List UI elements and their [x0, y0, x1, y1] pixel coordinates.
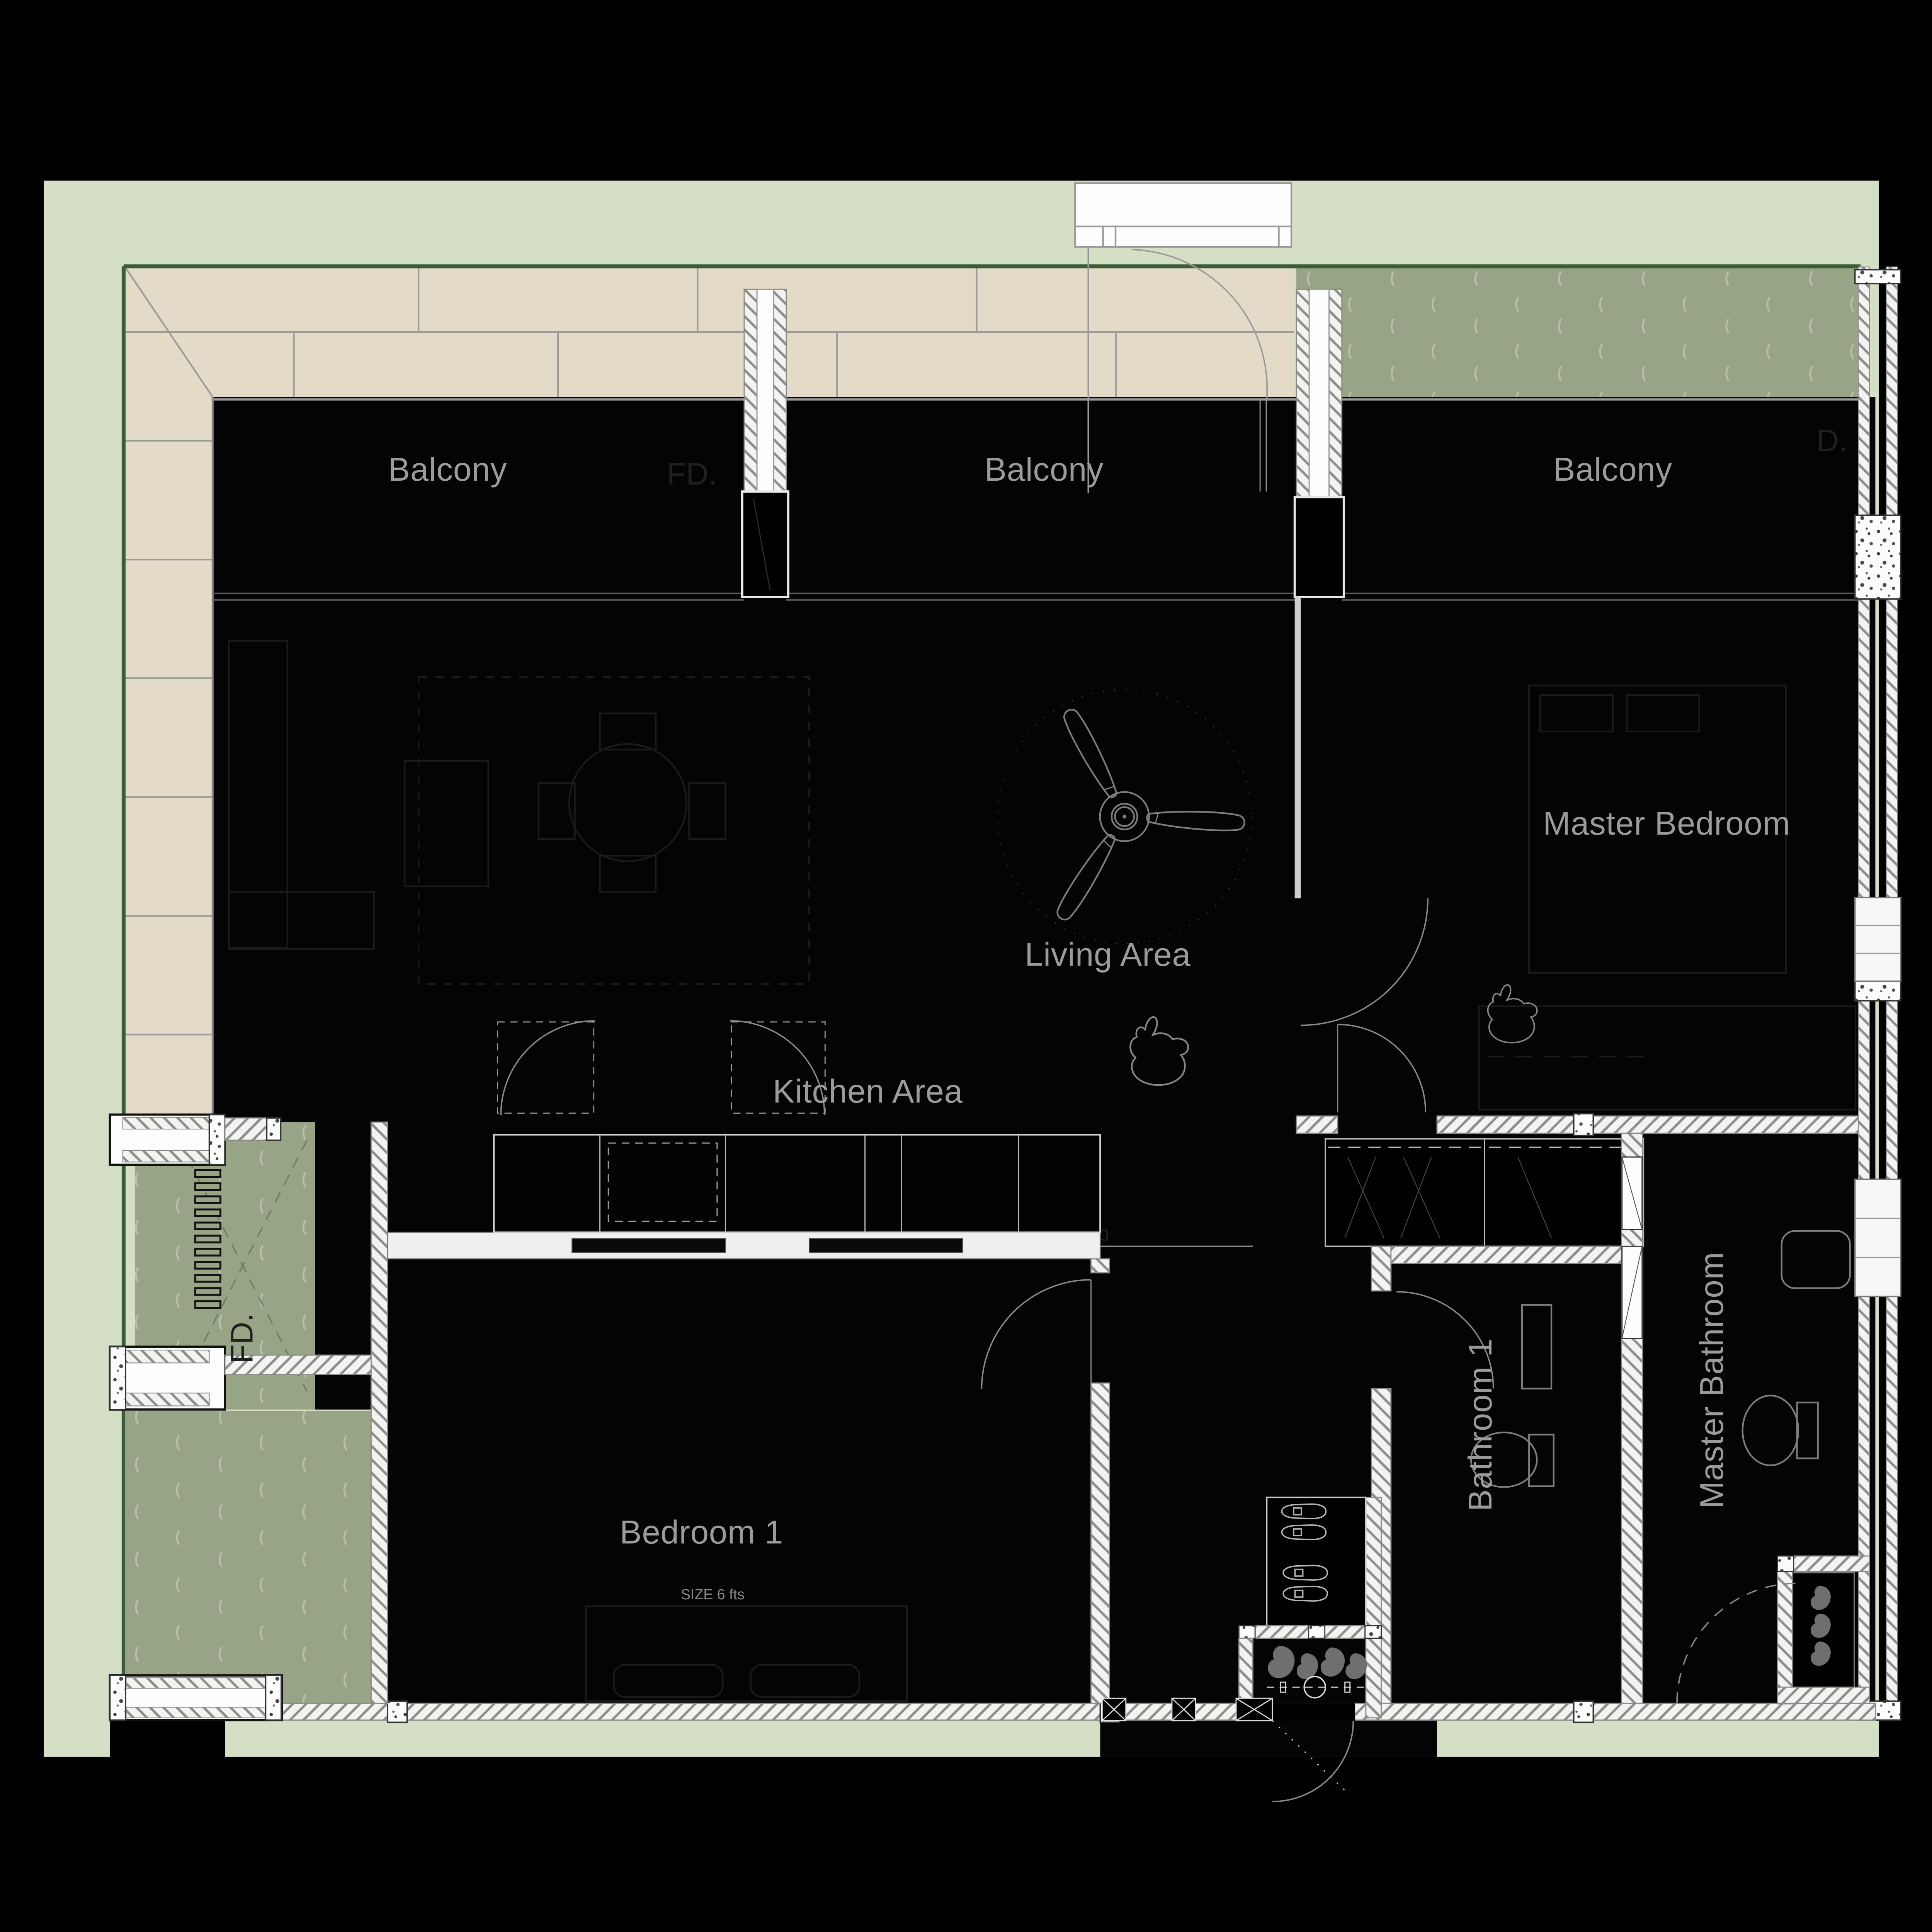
- room-label-balcony-middle: Balcony: [985, 451, 1104, 488]
- room-label-bathroom1: Bathroom 1: [1462, 1338, 1499, 1512]
- room-label-master-bedroom: Master Bedroom: [1543, 805, 1790, 842]
- fd-mark-top: FD.: [667, 457, 717, 492]
- entry-foyer: [1238, 1497, 1382, 1803]
- master-bedroom-walls: [1294, 597, 1859, 1136]
- master-bath-toilet: [1742, 1395, 1799, 1466]
- room-labels: Balcony Balcony Balcony Master Bedroom L…: [388, 451, 1790, 1602]
- d-mark-right: D.: [1816, 423, 1848, 458]
- master-bath-sink: [1781, 1230, 1851, 1289]
- walkway-tiles: [124, 266, 1294, 1122]
- shoe-rack: [1266, 1497, 1367, 1627]
- hall-closet: [1325, 1138, 1645, 1247]
- room-label-kitchen-area: Kitchen Area: [773, 1073, 963, 1110]
- door-sills: [1101, 1697, 1273, 1721]
- fixtures: [997, 689, 1851, 1704]
- kitchen-sink: [607, 1142, 718, 1222]
- master-bath-door-arc: [1676, 1582, 1797, 1704]
- west-windows: [109, 1113, 388, 1411]
- gate-swing-arc: [1132, 249, 1268, 398]
- fd-mark-left: FD.: [225, 1313, 260, 1363]
- room-label-balcony-left: Balcony: [388, 451, 507, 488]
- ceiling-fan: [997, 689, 1252, 944]
- room-label-living-area: Living Area: [1025, 937, 1191, 973]
- bedroom1-north-wall: [387, 1231, 1101, 1260]
- bathroom1-toilet: [1470, 1431, 1538, 1488]
- bedroom1-east-wall: [981, 1258, 1110, 1704]
- service-shaft: [1777, 1555, 1870, 1705]
- room-label-bedroom1: Bedroom 1: [620, 1514, 783, 1551]
- window-pier-a: [741, 289, 789, 598]
- room-label-master-bathroom: Master Bathroom: [1694, 1252, 1730, 1509]
- faint-cad-marks: FD. FD. D.: [225, 423, 1848, 1363]
- bathroom1-walls: [1371, 1133, 1643, 1704]
- room-label-balcony-right: Balcony: [1553, 451, 1672, 488]
- room-label-bedroom1-size: SIZE 6 fts: [681, 1586, 745, 1602]
- bedroom1-west-wall: [370, 1121, 388, 1704]
- turf-strip-top-right: [1296, 267, 1861, 403]
- kitchen-counter: [493, 1020, 1101, 1233]
- walls: [109, 266, 1901, 1803]
- bathroom1-counter: [1521, 1304, 1553, 1389]
- bedroom1-window: [109, 1674, 283, 1721]
- east-window-2: [1854, 1179, 1901, 1298]
- title-block: [1074, 182, 1293, 493]
- faint-furniture: [228, 640, 1857, 1702]
- east-window-1: [1854, 896, 1901, 982]
- window-pier-b: [1293, 289, 1345, 598]
